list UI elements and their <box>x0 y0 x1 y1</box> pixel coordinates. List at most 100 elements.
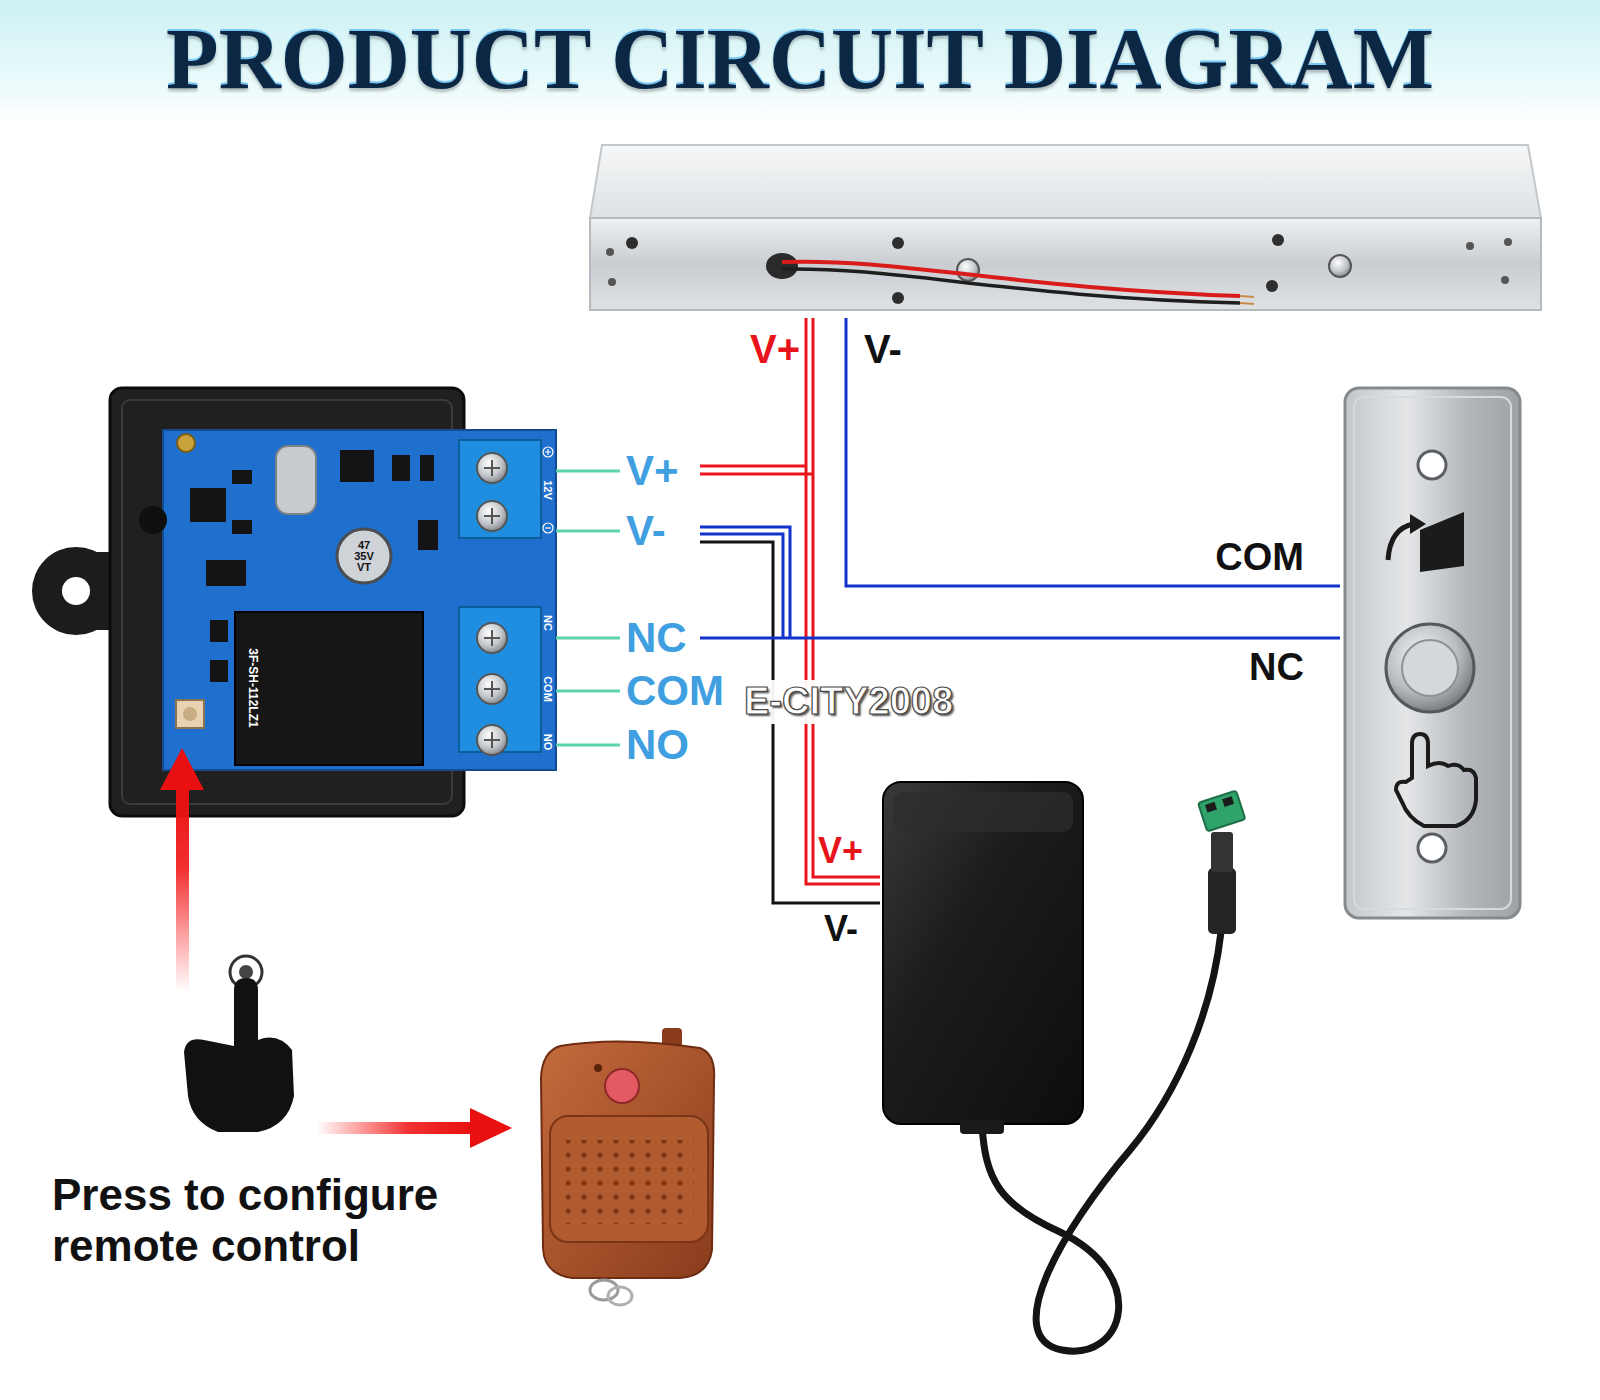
magnetic-lock <box>590 218 1541 310</box>
relay-board <box>235 612 423 765</box>
pressing-hand <box>184 956 294 1132</box>
magnetic-lock <box>892 292 904 304</box>
pressing-hand <box>184 978 294 1132</box>
blue-wire <box>700 637 1340 640</box>
exit-button <box>1345 388 1520 918</box>
remote-control <box>590 1280 618 1300</box>
power-label: V+ <box>818 830 863 871</box>
remote-control <box>566 1140 694 1224</box>
terminal-leader <box>556 471 620 745</box>
magnetic-lock <box>608 278 616 286</box>
relay-marking: 3F-SH-112LZ1 <box>245 648 259 727</box>
magnetic-lock <box>892 237 904 249</box>
red-wire <box>700 473 813 476</box>
exit-button <box>1420 512 1464 572</box>
remote-control <box>608 1287 632 1305</box>
watermark: E-CITY2008 <box>740 680 957 724</box>
polarity-symbol <box>545 449 551 455</box>
magnetic-lock <box>1501 276 1509 284</box>
exit-button <box>1386 624 1474 712</box>
terminal-label: NC <box>626 614 687 662</box>
relay-board <box>206 560 246 586</box>
magnetic-lock <box>626 237 638 249</box>
terminal-label: NO <box>626 721 689 769</box>
polarity-symbol <box>543 523 553 533</box>
config-arrows <box>160 748 204 790</box>
relay-board <box>177 434 195 452</box>
magnetic-lock <box>590 145 1541 310</box>
magnetic-lock <box>1466 242 1474 250</box>
wire-label: V+ <box>750 326 800 372</box>
relay-board <box>183 707 197 721</box>
relay-board <box>459 440 541 538</box>
relay-board <box>210 620 228 642</box>
button-terminal-label: COM <box>1215 536 1304 580</box>
relay-board <box>163 430 556 770</box>
power-adapter <box>893 792 1073 832</box>
relay-board <box>337 529 391 583</box>
magnetic-lock <box>590 145 1541 218</box>
relay-board <box>232 520 252 534</box>
terminal-screw <box>484 460 500 748</box>
silkscreen-text: COM <box>542 676 555 702</box>
relay-board <box>340 450 374 482</box>
magnetic-lock <box>1272 234 1284 246</box>
terminal-label: COM <box>626 667 724 715</box>
power-adapter <box>1208 868 1236 934</box>
terminal-label: V- <box>626 507 666 555</box>
exit-button <box>1410 514 1426 534</box>
relay-board <box>392 455 410 481</box>
power-adapter <box>1211 832 1233 872</box>
magnetic-lock <box>1266 280 1278 292</box>
terminal-label: V+ <box>626 447 679 495</box>
blue-wire <box>700 527 790 638</box>
relay-board <box>190 488 226 522</box>
exit-button <box>1418 834 1446 862</box>
remote-control <box>550 1116 708 1242</box>
magnetic-lock <box>766 253 798 279</box>
magnetic-lock <box>957 259 979 281</box>
relay-board <box>232 470 252 484</box>
button-terminal-label: NC <box>1249 646 1304 690</box>
polarity-symbol <box>545 527 551 528</box>
remote-control <box>605 1069 639 1103</box>
red-wire <box>806 318 880 884</box>
relay-board <box>210 660 228 682</box>
relay-board <box>176 700 204 728</box>
relay-board <box>139 506 167 534</box>
wiring <box>700 318 1340 903</box>
power-adapter <box>1205 802 1217 813</box>
remote-control <box>541 1028 714 1305</box>
wire-label: V- <box>864 326 902 372</box>
power-label: V- <box>824 908 858 949</box>
magnetic-lock <box>606 248 614 256</box>
page-title: PRODUCT CIRCUIT DIAGRAM <box>0 14 1600 104</box>
blue-wire <box>846 318 1340 586</box>
relay-board <box>420 455 434 481</box>
silkscreen-text: NC <box>542 615 555 631</box>
magnetic-lock <box>1504 238 1512 246</box>
instruction-note: Press to configure remote control <box>52 1170 522 1271</box>
terminal-screw <box>477 453 507 755</box>
remote-control <box>541 1041 714 1278</box>
exit-button <box>1402 640 1458 696</box>
magnetic-lock <box>1240 296 1254 304</box>
power-adapter <box>1198 791 1245 832</box>
polarity-symbol <box>543 447 553 457</box>
power-adapter <box>1198 791 1245 832</box>
exit-button <box>1396 734 1476 826</box>
capacitor-marking: 47 35V VT <box>347 540 381 573</box>
relay-board <box>418 520 438 550</box>
silkscreen-text: NO <box>542 734 555 751</box>
power-adapter <box>1222 796 1234 807</box>
remote-control <box>594 1064 602 1072</box>
config-arrows <box>470 1108 512 1148</box>
relay-board <box>62 577 90 605</box>
config-arrows <box>316 1122 472 1134</box>
blue-wire <box>700 534 783 638</box>
magnetic-lock <box>782 262 1240 296</box>
relay-board <box>32 547 120 635</box>
red-wire <box>700 465 806 468</box>
exit-button <box>1418 451 1446 479</box>
